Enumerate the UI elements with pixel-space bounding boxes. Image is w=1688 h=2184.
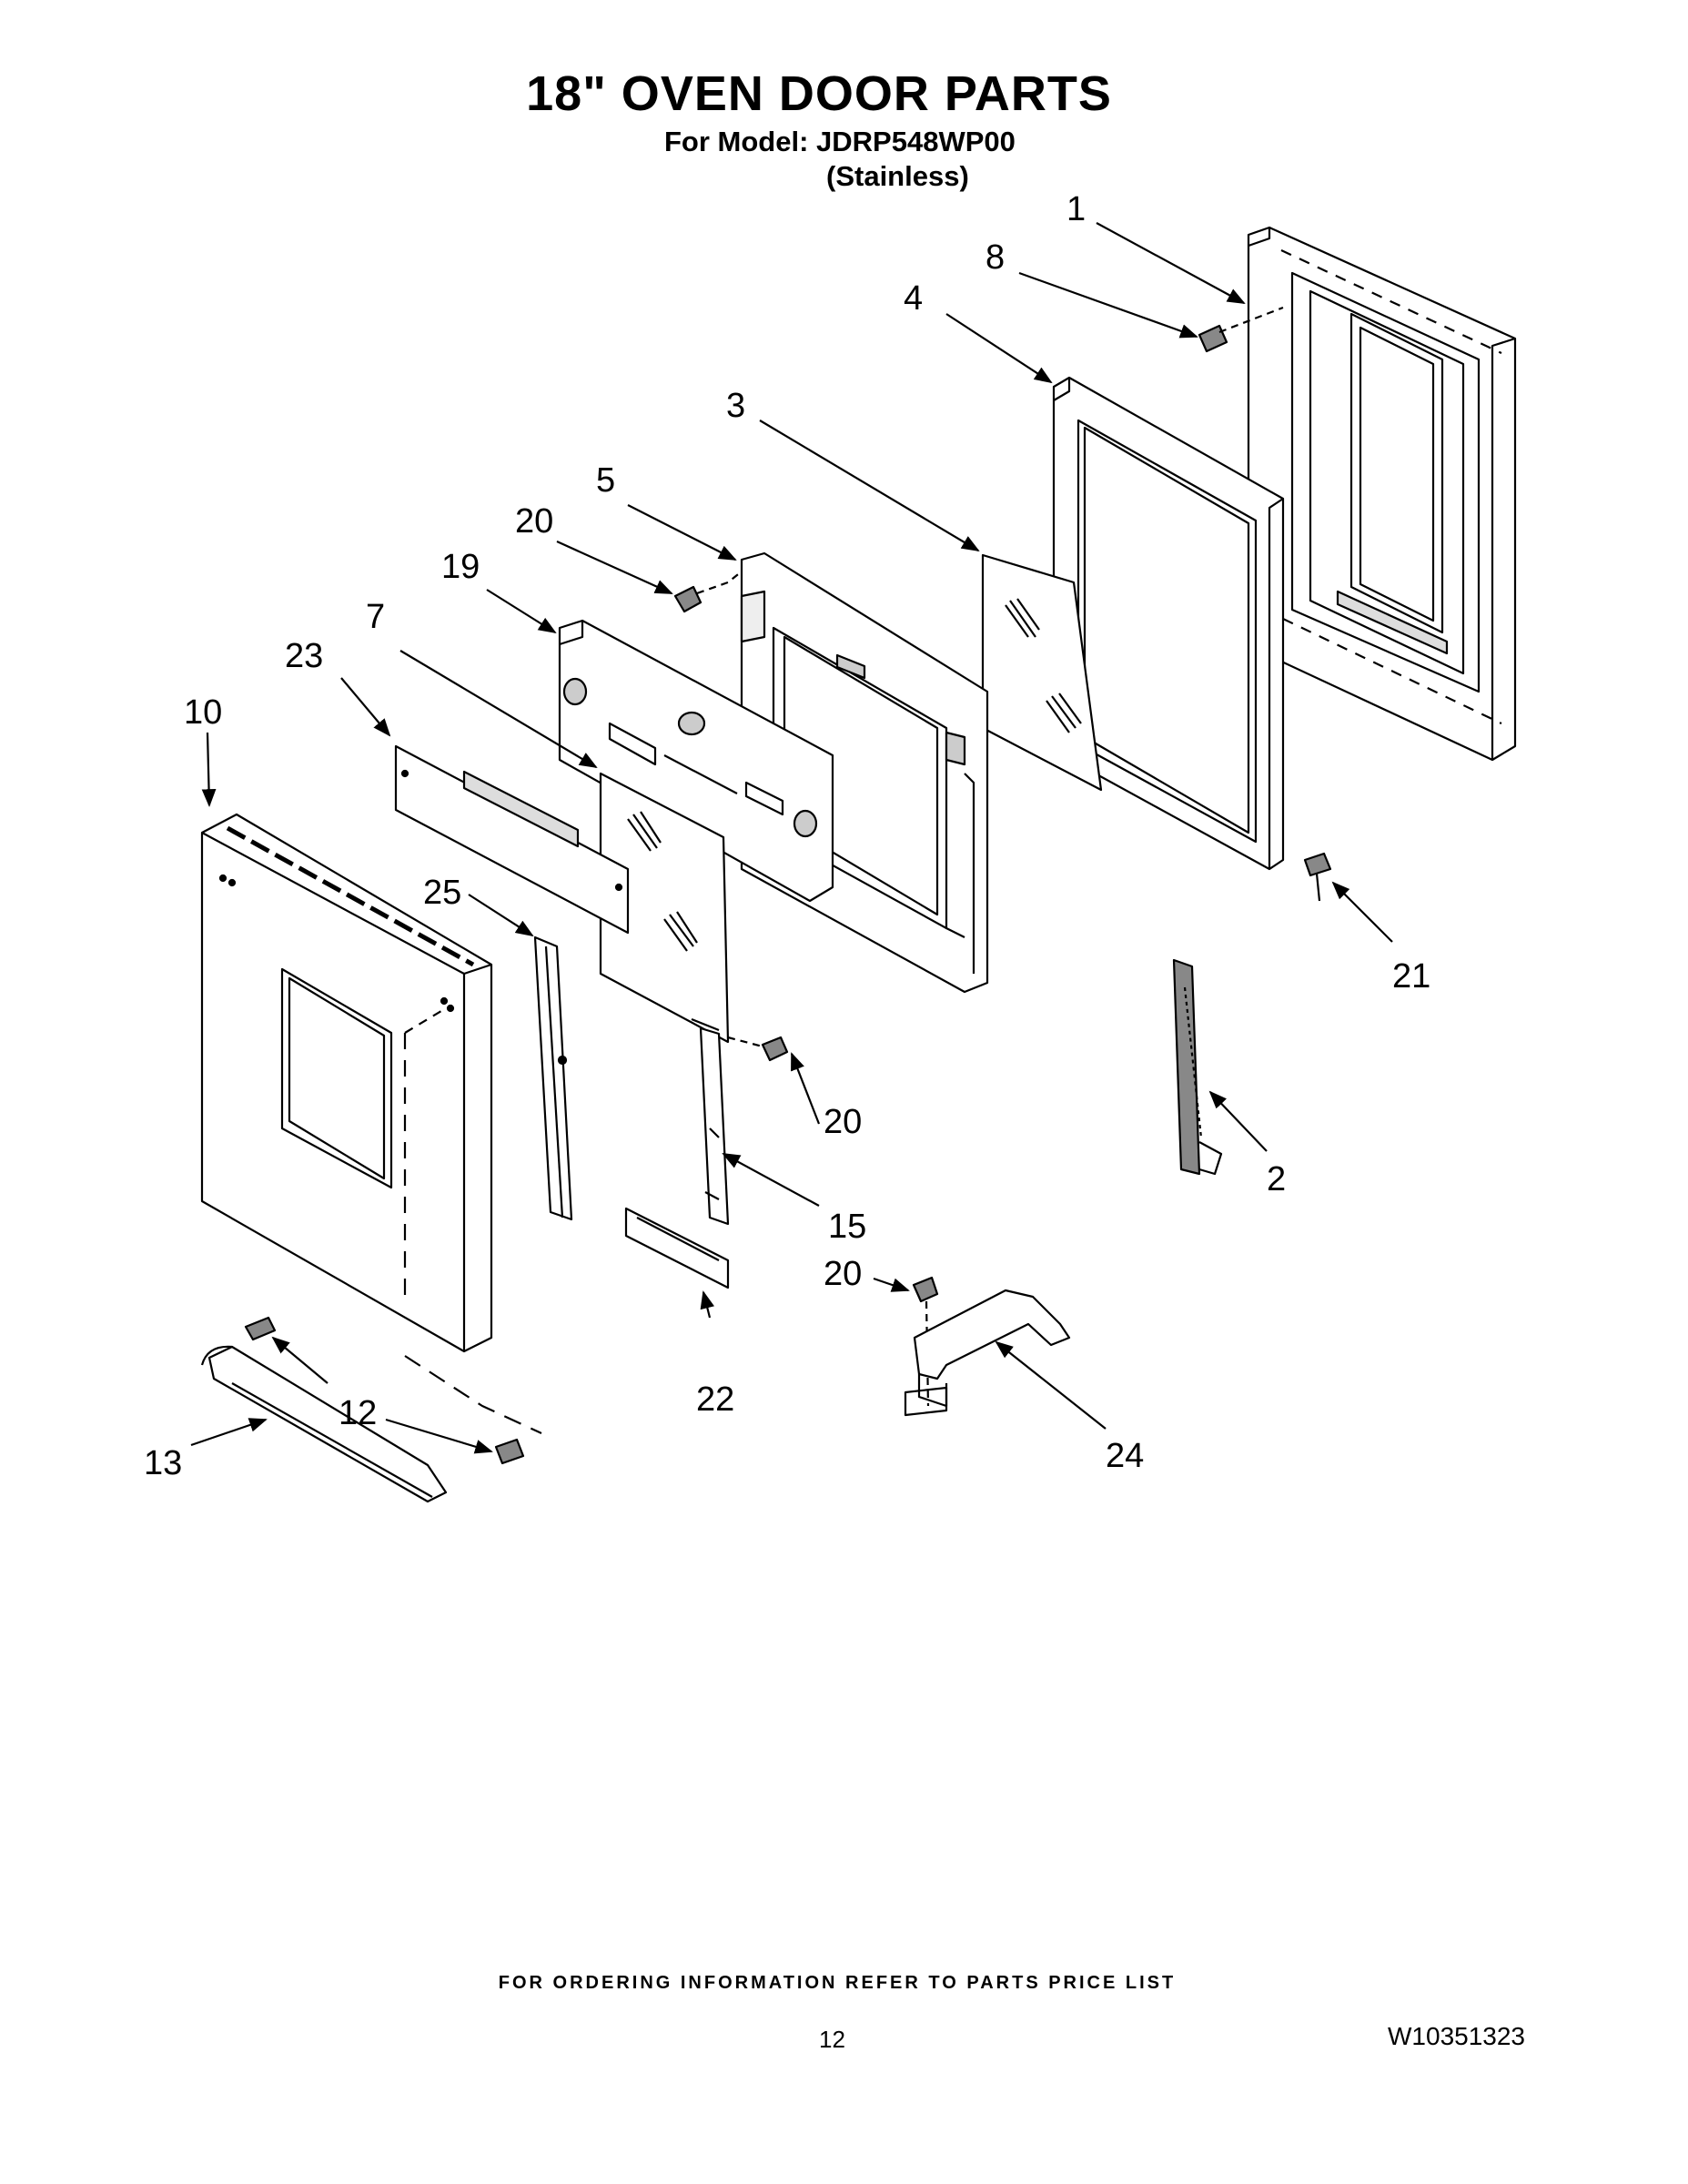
callout-20-upper: 20: [515, 502, 553, 541]
callout-20-middle: 20: [824, 1103, 862, 1141]
part-22-bracket-plate: [624, 1207, 730, 1289]
part-19-heat-shield: [558, 619, 834, 903]
callout-2: 2: [1267, 1160, 1286, 1198]
callout-23: 23: [285, 637, 323, 675]
callout-numbers: 1 8 4 3 5 20 19 7 23 10 25 21 20 2 15 20…: [144, 190, 1430, 1482]
part-25-side-trim: [533, 935, 573, 1221]
part-4-gasket-frame: [1052, 376, 1285, 871]
callout-22: 22: [696, 1380, 734, 1419]
leader-lines: [190, 222, 1393, 1454]
callout-25: 25: [423, 874, 461, 912]
callout-7: 7: [366, 598, 385, 636]
part-13-door-handle: [200, 1345, 448, 1503]
ordering-note: FOR ORDERING INFORMATION REFER TO PARTS …: [498, 1973, 1177, 1993]
callout-1: 1: [1066, 190, 1086, 228]
callout-13: 13: [144, 1444, 182, 1482]
part-20-screw-upper: [673, 571, 743, 613]
document-number: W10351323: [1388, 2022, 1526, 2050]
callout-12: 12: [339, 1394, 377, 1432]
callout-21: 21: [1392, 957, 1430, 996]
part-8-screw: [1198, 306, 1284, 353]
callout-3: 3: [726, 387, 745, 425]
part-20-screw-middle: [727, 1036, 789, 1062]
page-number: 12: [819, 2026, 845, 2053]
callout-10: 10: [184, 693, 222, 732]
part-21-screw: [1303, 852, 1332, 902]
part-1-inner-door-panel: [1247, 226, 1517, 762]
part-2-hinge: [1172, 958, 1223, 1176]
callout-15: 15: [828, 1208, 866, 1246]
part-23-vent-deflector: [394, 744, 630, 935]
callout-5: 5: [596, 461, 615, 500]
part-12-screws: [244, 1316, 542, 1465]
callout-4: 4: [904, 279, 923, 318]
part-24-support-bracket: [904, 1289, 1071, 1417]
variant-line: (Stainless): [826, 160, 969, 192]
page-title: 18" OVEN DOOR PARTS: [526, 66, 1112, 121]
callout-8: 8: [986, 238, 1005, 277]
callout-20-lower: 20: [824, 1255, 862, 1293]
callout-24: 24: [1106, 1437, 1144, 1475]
part-3-glass-pane: [981, 553, 1103, 792]
callout-19: 19: [441, 548, 480, 586]
part-10-outer-door: [200, 813, 493, 1353]
model-line: For Model: JDRP548WP00: [664, 126, 1016, 157]
part-15-hinge-bracket: [691, 1017, 730, 1226]
